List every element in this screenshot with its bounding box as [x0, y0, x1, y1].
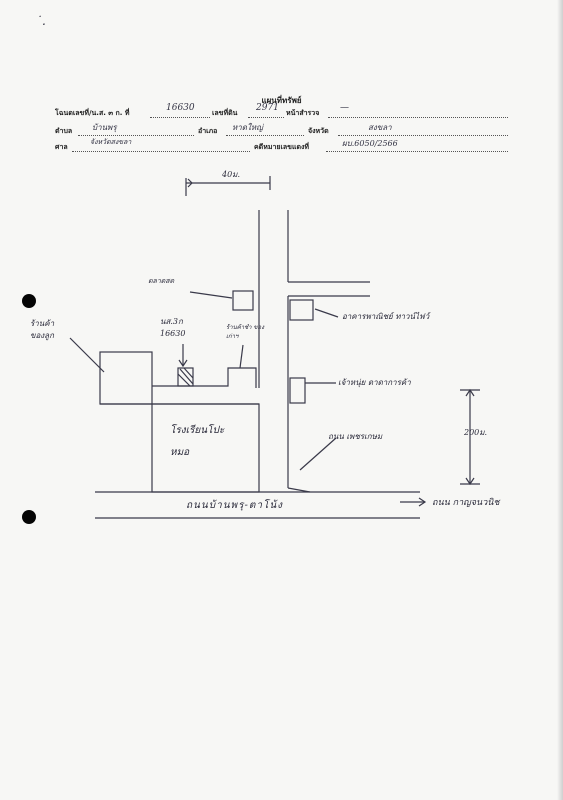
plot-desc-label: ร้านค้าชำ ของเก่าฯ: [226, 324, 265, 340]
subdistrict-underline: [78, 135, 194, 136]
punch-hole-bottom: [22, 510, 36, 524]
case-no-underline: [326, 151, 508, 152]
scale-arrow: [187, 178, 193, 188]
case-no-value: ผบ.6050/2566: [342, 139, 398, 148]
survey-page-label: หน้าสำรวจ: [286, 109, 320, 117]
court-value: จังหวัดสงขลา: [90, 138, 132, 146]
distance-label: 200ม.: [464, 428, 488, 437]
leader-left-building: [69, 337, 105, 373]
market-label: ตลาดสด: [148, 277, 175, 285]
punch-hole-top: [22, 294, 36, 308]
scan-mark: ˙.: [36, 14, 46, 28]
market-building: [232, 290, 254, 311]
court-label: ศาล: [55, 143, 68, 151]
school-label: โรงเรียนโปะ หมอ: [170, 425, 225, 458]
subdistrict-label: ตำบล: [55, 127, 73, 135]
subject-plot: [177, 367, 194, 387]
court-underline: [72, 151, 250, 152]
right-building-label: เจ้าหนุ่ย ดาดาการค้า: [338, 378, 411, 387]
district-value: หาดใหญ่: [232, 123, 263, 132]
page-edge-shadow: [557, 0, 563, 800]
leader-market: [189, 291, 233, 299]
land-no-underline: [248, 117, 284, 118]
province-value: สงขลา: [368, 123, 392, 132]
left-building-label: ร้านค้า ของลูก: [30, 319, 55, 340]
shop-label: อาคารพาณิชย์ ทาวน์ไฟว์: [342, 312, 430, 321]
right-road-label: ถนน กาญจนวนิช: [432, 498, 500, 508]
leader-soi: [299, 437, 337, 471]
deed-value: 16630: [166, 103, 195, 113]
deed-label: โฉนดเลขที่/น.ส. ๓ ก. ที่: [55, 109, 130, 117]
province-underline: [338, 135, 508, 136]
plot-label: นส.3ก 16630: [160, 317, 186, 338]
survey-page-value: —: [340, 103, 349, 113]
land-no-label: เลขที่ดิน: [212, 109, 238, 117]
soi-label: ถนน เพชรเกษม: [328, 432, 383, 441]
survey-page-underline: [328, 117, 508, 118]
scale-label: 40ม.: [222, 170, 240, 179]
district-underline: [226, 135, 304, 136]
deed-underline: [150, 117, 210, 118]
case-no-label: คดีหมายเลขแดงที่: [254, 143, 310, 151]
townfive-shop: [289, 299, 314, 321]
land-no-value: 2971: [256, 103, 279, 113]
plot-outline: [152, 367, 257, 388]
leader-shop: [314, 308, 339, 318]
main-road-label: ถนนบ้านพรุ-ตาโน้ง: [186, 500, 284, 511]
district-label: อำเภอ: [198, 127, 218, 135]
page-title: แผนที่ทรัพย์: [261, 96, 302, 105]
left-building: [99, 351, 153, 405]
province-label: จังหวัด: [308, 127, 329, 135]
subdistrict-value: บ้านพรุ: [92, 123, 117, 132]
right-building: [289, 377, 306, 404]
